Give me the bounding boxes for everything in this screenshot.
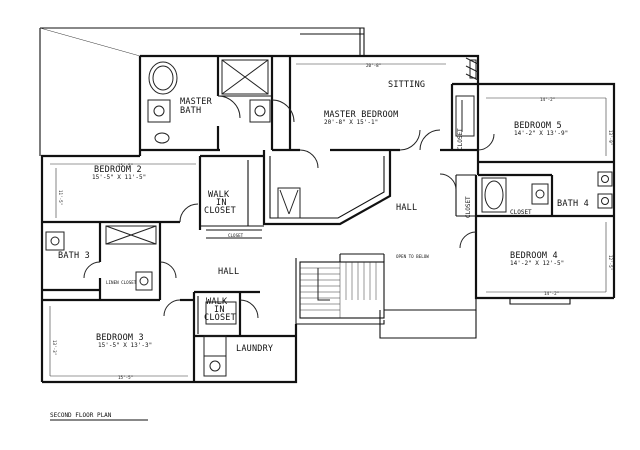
bedroom-2-dims: 15'-5" X 11'-5"	[92, 174, 146, 181]
walk-in-closet-lower-3: CLOSET	[204, 313, 236, 323]
dimension-lines	[49, 63, 607, 377]
dim-bed3-bottom: 15'-5"	[118, 375, 133, 380]
room-labels: MASTER BATH SITTING MASTER BEDROOM 20'-8…	[58, 80, 589, 354]
dim-bed5-top: 14'-2"	[540, 97, 555, 102]
dimension-labels: 20'-8" 14'-2" 13'-9" 15'-5" 11'-5" 12'-5…	[52, 63, 613, 380]
walk-in-closet-lower-2: IN	[214, 305, 225, 315]
closet-bath4-side-label: CLOSET	[465, 196, 472, 218]
exterior-walls	[40, 54, 616, 384]
dim-bed3-side: 13'-3"	[52, 340, 57, 355]
plumbing-fixtures	[45, 57, 613, 377]
walk-in-closet-upper-2: IN	[216, 198, 227, 208]
master-bath-label-1: MASTER	[180, 97, 213, 107]
walk-in-closet-upper-1: WALK	[208, 190, 230, 200]
walk-in-closet-upper-3: CLOSET	[204, 206, 236, 216]
master-bath-label-2: BATH	[180, 106, 201, 116]
linen-closet-label: LINEN CLOSET	[106, 280, 137, 285]
bedroom-4-dims: 14'-2" X 12'-5"	[510, 260, 564, 267]
bath-3-label: BATH 3	[58, 251, 90, 261]
closet-sitting-label: CLOSET	[457, 128, 464, 150]
dim-bed4-bottom: 14'-2"	[544, 291, 559, 296]
plan-title: SECOND FLOOR PLAN	[50, 412, 112, 419]
dim-bed5-side: 13'-9"	[608, 130, 613, 145]
closet-bath4-label: CLOSET	[510, 209, 532, 216]
laundry-label: LAUNDRY	[236, 344, 273, 354]
stair-treads	[300, 262, 377, 318]
bedroom-3-dims: 15'-5" X 13'-3"	[98, 342, 152, 349]
bedroom-4-label: BEDROOM 4	[510, 251, 558, 261]
interior-walls	[42, 56, 614, 382]
dim-sitting-top: 20'-8"	[366, 63, 381, 68]
dim-bed2-side: 11'-5"	[58, 190, 63, 205]
bedroom-5-label: BEDROOM 5	[514, 121, 562, 131]
master-bedroom-label: MASTER BEDROOM	[324, 110, 398, 120]
walk-in-closet-lower-1: WALK	[206, 297, 228, 307]
master-bedroom-dims: 20'-8" X 15'-1"	[324, 119, 378, 126]
hall-lower-label: HALL	[218, 267, 239, 277]
plan-title-block: SECOND FLOOR PLAN	[50, 412, 148, 421]
open-to-below-label: OPEN TO BELOW	[396, 254, 429, 259]
door-swings	[83, 95, 495, 319]
roof-area	[39, 27, 365, 156]
bedroom-5-dims: 14'-2" X 13'-9"	[514, 130, 568, 137]
bath-4-label: BATH 4	[557, 199, 589, 209]
closet-hall-label: CLOSET	[228, 233, 244, 238]
bedroom-2-label: BEDROOM 2	[94, 165, 142, 175]
sitting-label: SITTING	[388, 80, 425, 90]
bedroom-3-label: BEDROOM 3	[96, 333, 144, 343]
hall-center-label: HALL	[396, 203, 417, 213]
dim-bed2-top: 15'-5"	[118, 163, 133, 168]
dim-bed4-side: 12'-5"	[608, 255, 613, 270]
